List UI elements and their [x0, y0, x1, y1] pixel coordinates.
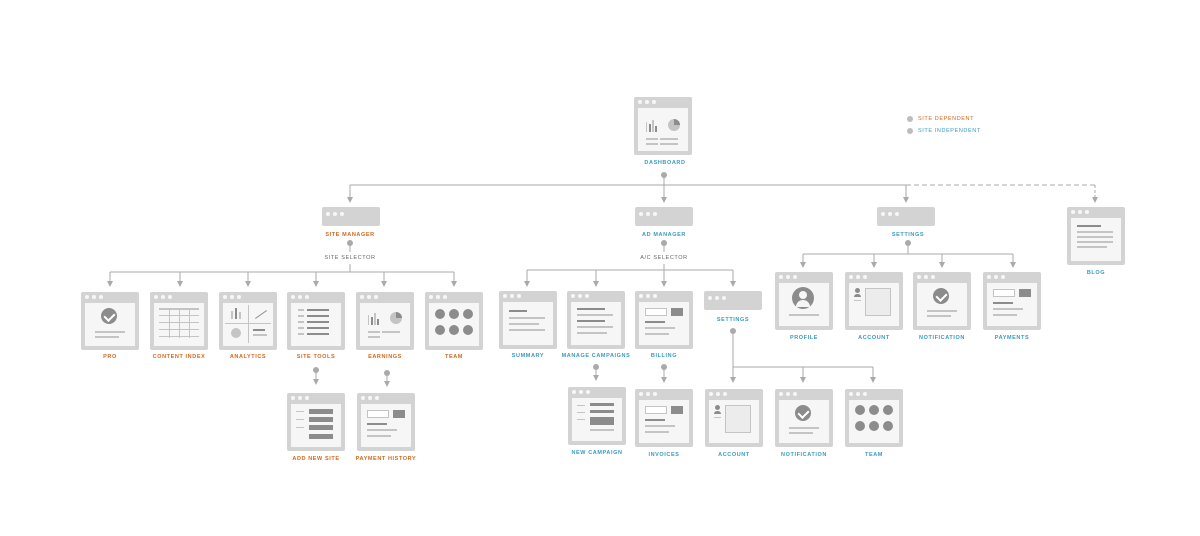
earnings-wireframe	[356, 292, 414, 350]
team-ad-label: TEAM	[865, 452, 883, 458]
payment-history-label: PAYMENT HISTORY	[355, 456, 417, 462]
pro-wireframe	[81, 292, 139, 350]
analytics-label: ANALYTICS	[229, 354, 267, 360]
notification-top-wireframe	[913, 272, 971, 330]
site-manager-label: SITE MANAGER	[325, 232, 375, 238]
account-ad-label: ACCOUNT	[718, 452, 750, 458]
profile-wireframe	[775, 272, 833, 330]
ad-manager-label: AD MANAGER	[642, 232, 686, 238]
legend-site-independent: SITE INDEPENDENT	[907, 125, 981, 137]
summary-wireframe	[499, 291, 557, 349]
legend-dot	[907, 116, 913, 122]
ad-manager-box	[635, 207, 693, 226]
billing-label: BILLING	[650, 353, 678, 359]
new-campaign-label: NEW CAMPAIGN	[571, 450, 623, 456]
profile-label: PROFILE	[789, 335, 819, 341]
notification-ad-wireframe	[775, 389, 833, 447]
billing-wireframe	[635, 291, 693, 349]
team-site-wireframe	[425, 292, 483, 350]
manage-campaigns-label: MANAGE CAMPAIGNS	[561, 353, 631, 359]
content-index-wireframe	[150, 292, 208, 350]
legend-site-dependent-label: SITE DEPENDENT	[918, 116, 975, 122]
pro-label: PRO	[103, 354, 117, 360]
legend: SITE DEPENDENT SITE INDEPENDENT	[907, 113, 981, 137]
legend-site-dependent: SITE DEPENDENT	[907, 113, 981, 125]
site-tools-wireframe	[287, 292, 345, 350]
new-campaign-wireframe	[568, 387, 626, 445]
account-ad-wireframe	[705, 389, 763, 447]
ac-selector-label: A/C SELECTOR	[640, 255, 688, 261]
dashboard-label: DASHBOARD	[644, 160, 686, 166]
analytics-wireframe	[219, 292, 277, 350]
summary-label: SUMMARY	[511, 353, 545, 359]
add-new-site-label: ADD NEW SITE	[292, 456, 340, 462]
team-site-label: TEAM	[445, 354, 463, 360]
site-tools-label: SITE TOOLS	[296, 354, 336, 360]
notification-ad-label: NOTIFICATION	[781, 452, 827, 458]
settings-ad-label: SETTINGS	[716, 317, 750, 323]
invoices-wireframe	[635, 389, 693, 447]
site-manager-box	[322, 207, 380, 226]
invoices-label: INVOICES	[648, 452, 680, 458]
blog-wireframe	[1067, 207, 1125, 265]
settings-ad-box	[704, 291, 762, 310]
account-top-label: ACCOUNT	[858, 335, 890, 341]
manage-campaigns-wireframe	[567, 291, 625, 349]
blog-label: BLOG	[1086, 270, 1106, 276]
payments-wireframe	[983, 272, 1041, 330]
earnings-label: EARNINGS	[368, 354, 402, 360]
legend-site-independent-label: SITE INDEPENDENT	[918, 128, 981, 134]
add-new-site-wireframe	[287, 393, 345, 451]
settings-label: SETTINGS	[891, 232, 925, 238]
team-ad-wireframe	[845, 389, 903, 447]
dashboard-wireframe	[634, 97, 692, 155]
notification-top-label: NOTIFICATION	[919, 335, 965, 341]
payment-history-wireframe	[357, 393, 415, 451]
settings-box	[877, 207, 935, 226]
site-selector-label: SITE SELECTOR	[324, 255, 376, 261]
payments-label: PAYMENTS	[994, 335, 1030, 341]
content-index-label: CONTENT INDEX	[152, 354, 206, 360]
legend-dot	[907, 128, 913, 134]
account-top-wireframe	[845, 272, 903, 330]
